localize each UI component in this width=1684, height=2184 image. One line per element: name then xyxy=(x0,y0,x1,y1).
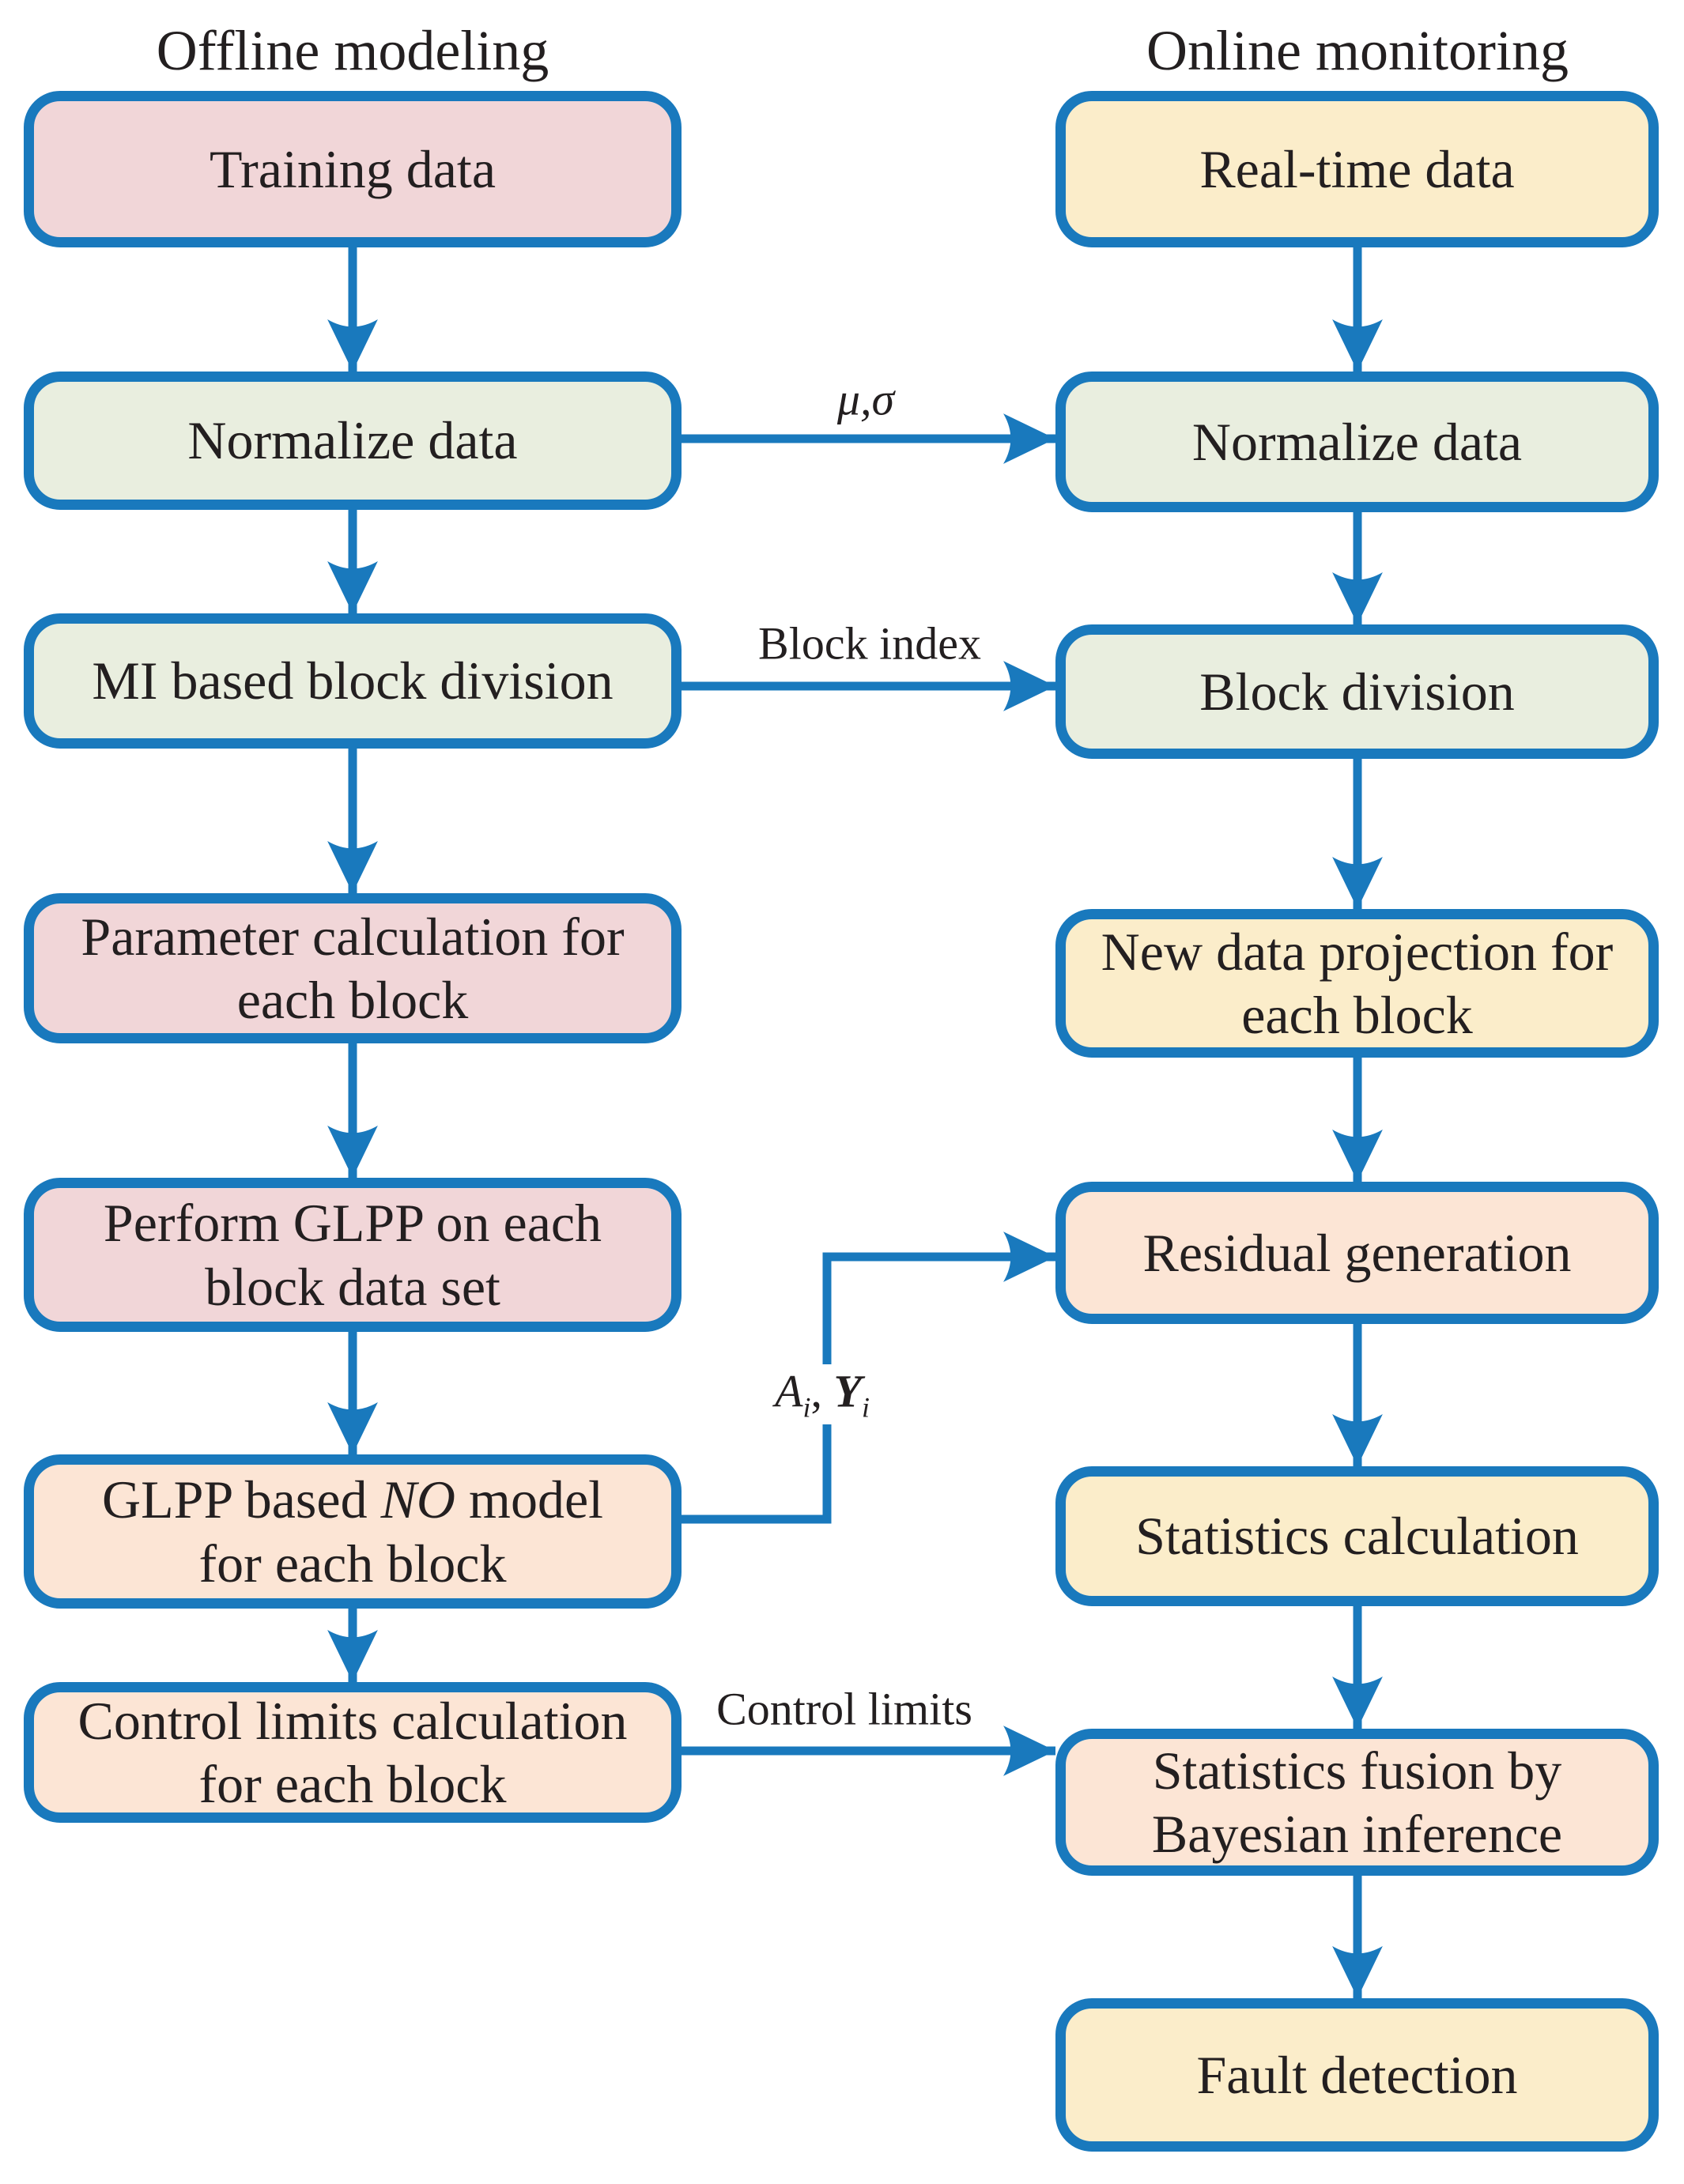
edge-label-mu-sigma: μ,σ xyxy=(836,373,895,425)
flow-box-label: Block division xyxy=(1199,661,1515,722)
flow-box-normalize-data-online: Normalize data xyxy=(1055,372,1659,512)
flow-box-residual-generation: Residual generation xyxy=(1055,1182,1659,1324)
flow-box-label: Normalize data xyxy=(1191,411,1523,472)
flow-box-label: Residual generation xyxy=(1142,1222,1572,1283)
flow-box-label: Fault detection xyxy=(1196,2044,1518,2105)
flow-box-label: Parameter calculation for xyxy=(81,906,625,967)
flow-box-label: Perform GLPP on each xyxy=(103,1193,602,1254)
column-title-offline: Offline modeling xyxy=(156,19,549,82)
edge-label-ai-yi: Ai, Yi xyxy=(775,1365,870,1424)
flow-box-label: block data set xyxy=(205,1256,500,1317)
flow-box-label: Control limits calculation xyxy=(77,1690,628,1751)
flow-box-label: GLPP based NO model xyxy=(101,1469,604,1530)
flow-box-label: Real-time data xyxy=(1199,138,1515,199)
flow-box-label: for each block xyxy=(198,1533,507,1594)
flow-box-label: each block xyxy=(1241,985,1473,1045)
edge-label-control-limits: Control limits xyxy=(716,1683,972,1735)
flow-box-label: for each block xyxy=(198,1754,507,1814)
column-title-online: Online monitoring xyxy=(1146,19,1569,82)
flow-box-label: Bayesian inference xyxy=(1151,1804,1563,1864)
flow-box-block-division: Block division xyxy=(1055,624,1659,759)
flow-box-label: New data projection for xyxy=(1101,921,1614,982)
flow-box-mi-block-division: MI based block division xyxy=(24,613,682,749)
flow-box-real-time-data: Real-time data xyxy=(1055,91,1659,247)
flow-box-training-data: Training data xyxy=(24,91,682,247)
flow-box-label: MI based block division xyxy=(92,651,614,711)
arrow-ai-yi-lower-segment xyxy=(682,1424,832,1524)
flow-box-label: Normalize data xyxy=(187,410,518,471)
flow-box-fault-detection: Fault detection xyxy=(1055,1998,1659,2152)
flow-box-statistics-calculation: Statistics calculation xyxy=(1055,1466,1659,1606)
flow-box-label: Statistics fusion by xyxy=(1152,1740,1562,1801)
edge-label-block-index: Block index xyxy=(758,617,981,670)
flow-box-label: Training data xyxy=(209,138,496,199)
flow-box-normalize-data-offline: Normalize data xyxy=(24,372,682,510)
arrow-ai-yi-upper-segment xyxy=(822,1232,1055,1364)
flow-box-label: each block xyxy=(236,970,469,1030)
flow-box-label: Statistics calculation xyxy=(1135,1506,1579,1567)
